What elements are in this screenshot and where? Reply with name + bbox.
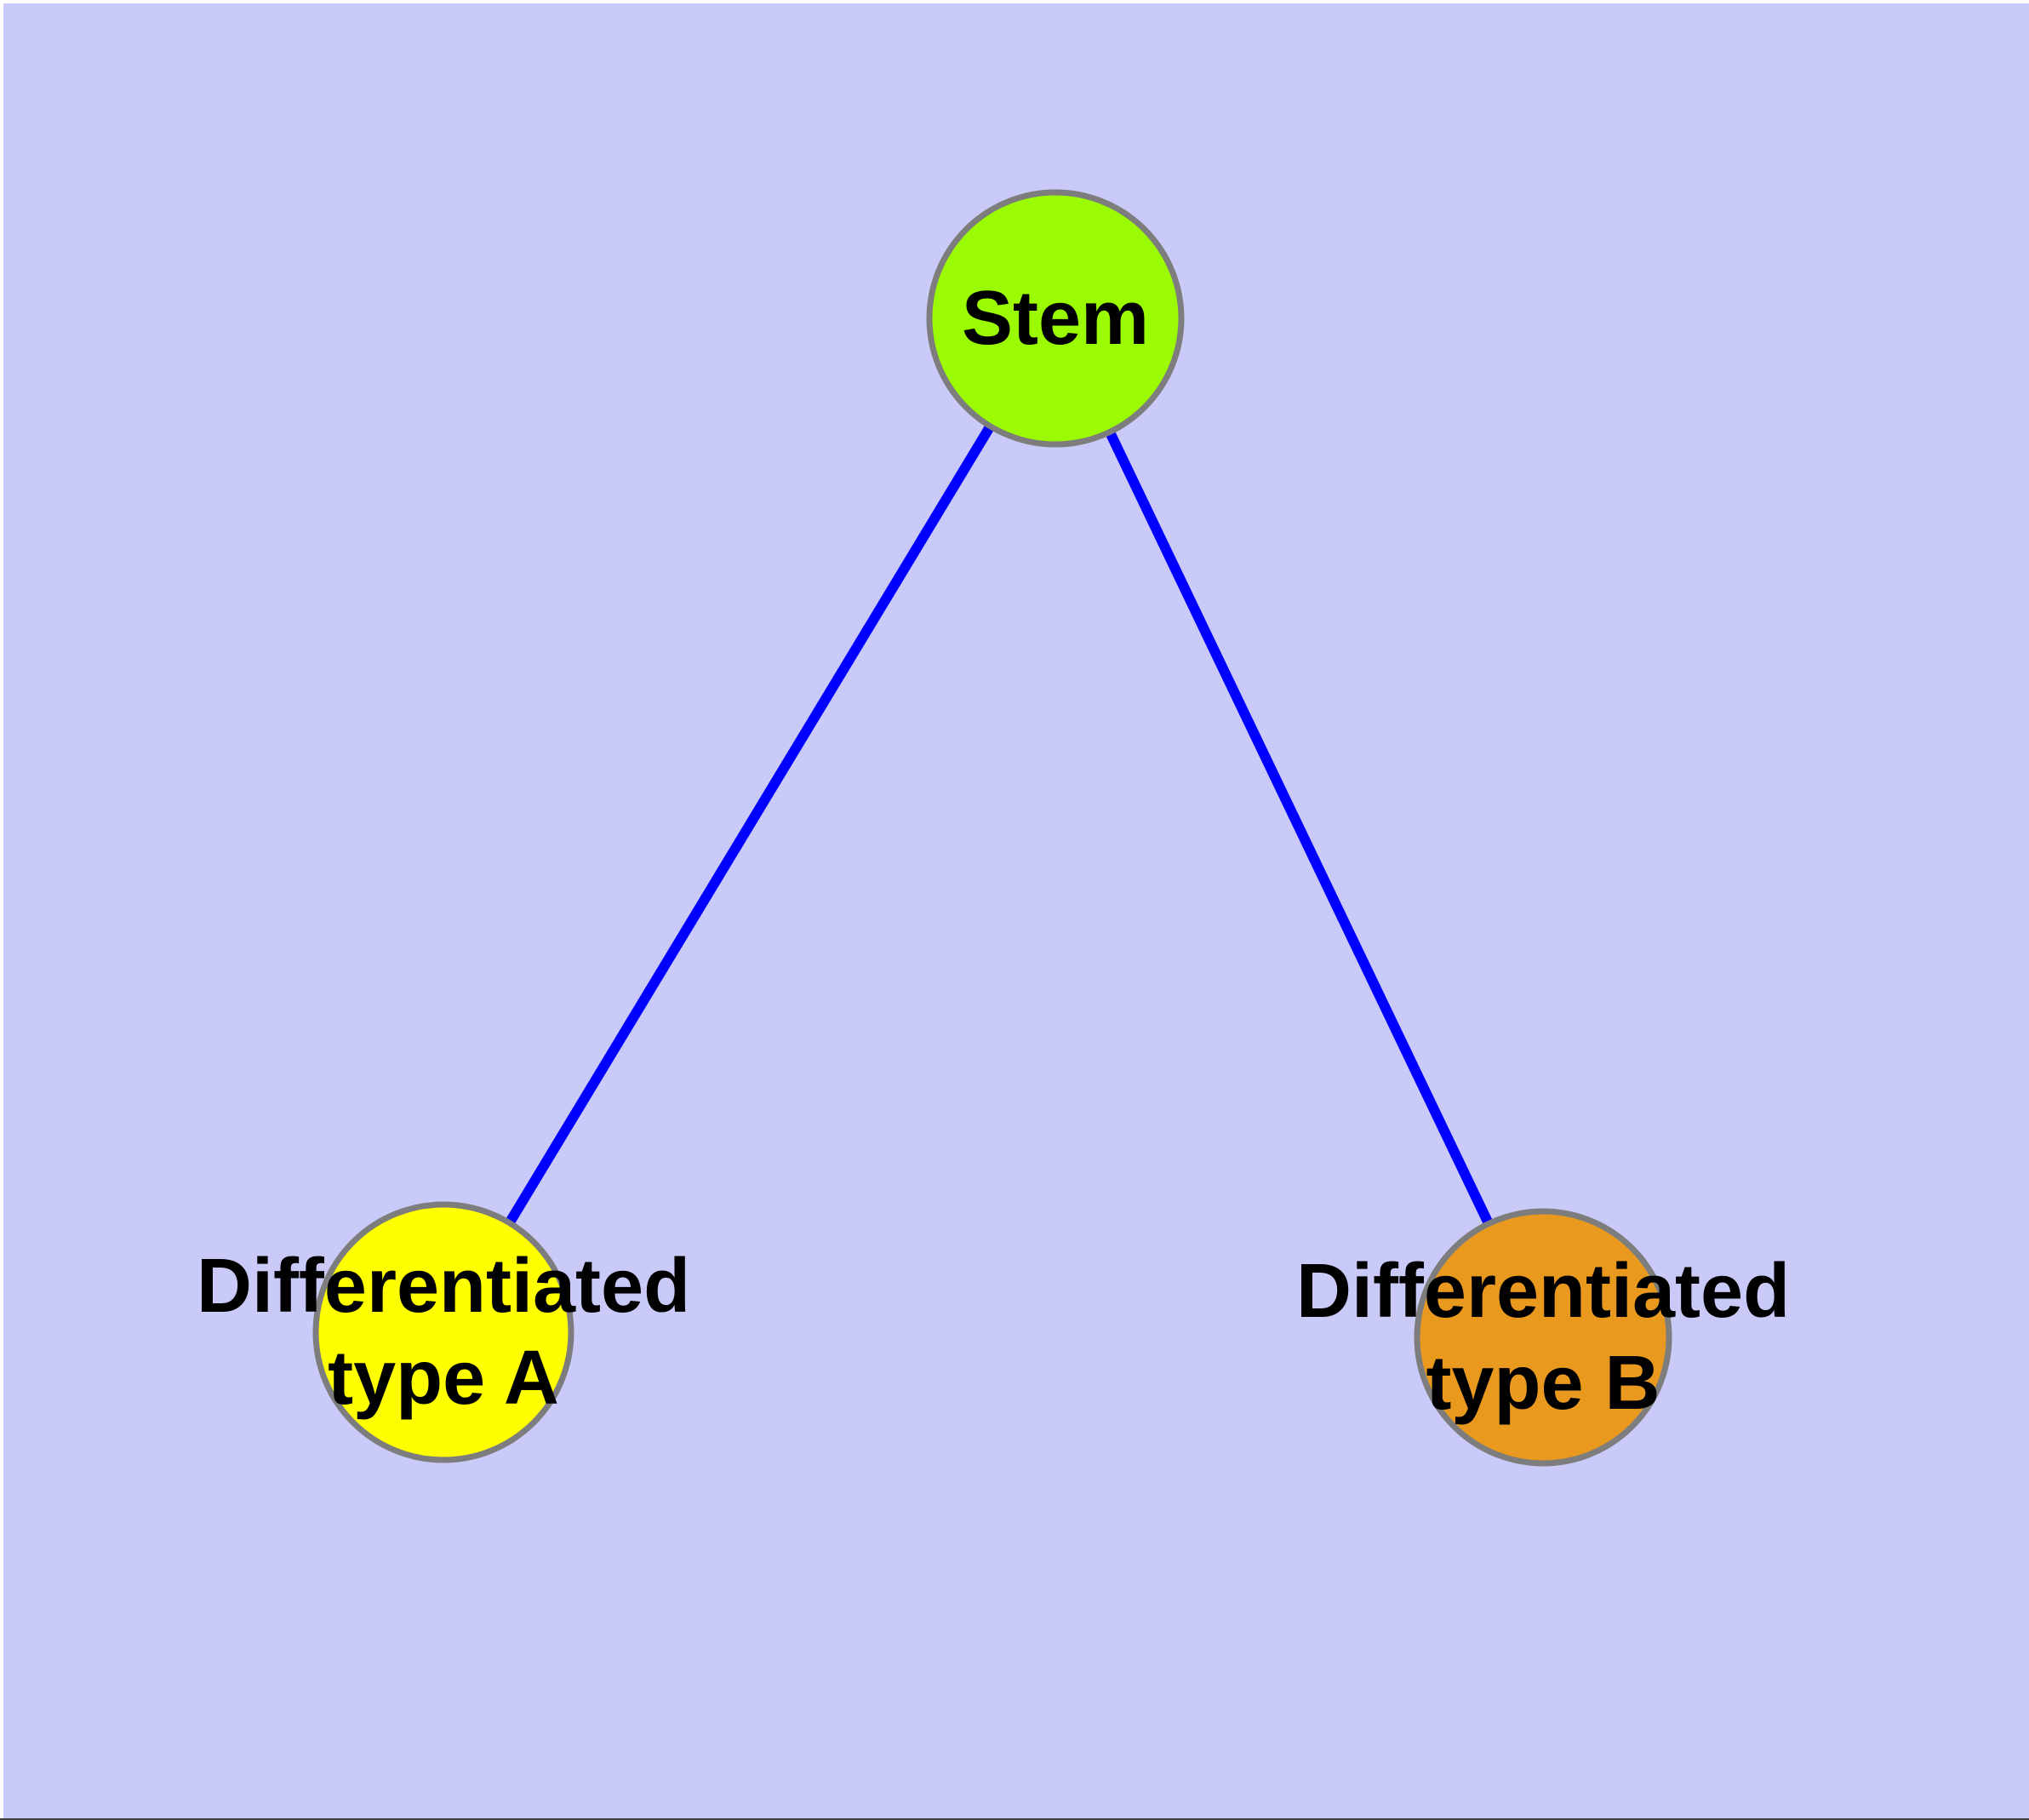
- node-label-stem: Stem: [961, 276, 1150, 361]
- node-label-type-b-line1: Differentiated: [1295, 1249, 1791, 1334]
- edge-stem-to-type-a: [438, 315, 1060, 1336]
- node-label-type-a-line1: Differentiated: [196, 1244, 691, 1329]
- node-type-a-circle: [312, 1201, 574, 1463]
- node-label-type-b: Differentiated type B: [1296, 1245, 1790, 1429]
- node-label-type-a: Differentiated type A: [197, 1240, 690, 1424]
- node-label-type-b-line2: type B: [1426, 1341, 1660, 1426]
- node-stem-circle: [926, 189, 1185, 448]
- node-label-type-a-line2: type A: [328, 1336, 559, 1421]
- window-bottom-edge: [0, 1818, 2029, 1820]
- node-type-b-circle: [1414, 1208, 1672, 1467]
- edge-stem-to-type-b: [1050, 316, 1548, 1340]
